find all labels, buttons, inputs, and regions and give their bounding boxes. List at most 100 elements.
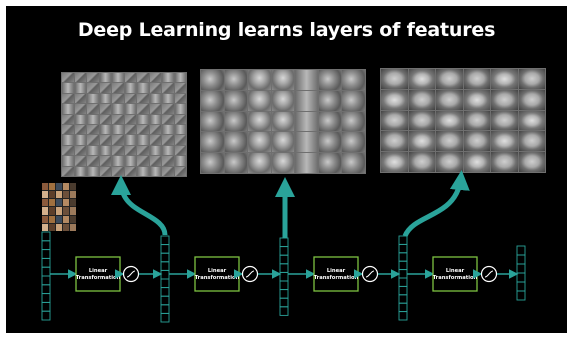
vector-cell: [398, 285, 408, 296]
edge-features-tile: [124, 83, 136, 93]
face-features-tile: [491, 152, 518, 172]
part-features-tile: [201, 153, 224, 173]
vector-cell: [398, 243, 408, 254]
input-photo: [63, 215, 69, 223]
part-features-tile: [224, 132, 248, 153]
edge-features-tile: [87, 156, 99, 166]
sigmoid-curve: [126, 270, 136, 278]
vector-cell: [279, 297, 289, 308]
edge-features-tile: [174, 145, 186, 156]
edge-features-tile: [74, 156, 86, 166]
edge-features-tile: [62, 83, 74, 93]
edge-features-tile: [124, 145, 136, 156]
edge-features-tile: [62, 73, 74, 83]
edge-features-tile: [149, 156, 161, 166]
edge-features-tile: [74, 114, 86, 124]
face-features-tile: [381, 152, 408, 172]
face-features-tile: [518, 110, 545, 131]
edge-features-tile: [74, 145, 86, 156]
edge-features-tile: [149, 73, 161, 83]
part-features-tile: [224, 90, 248, 111]
block-label-line2: Transformation: [314, 275, 359, 281]
block-label-line2: Transformation: [76, 275, 121, 281]
vector-cell: [160, 252, 170, 263]
part-features-tile: [318, 153, 342, 173]
edge-features-tile: [174, 166, 186, 176]
input-photo: [63, 183, 69, 191]
edge-features-tile: [74, 73, 86, 83]
edge-features-tile: [162, 156, 174, 166]
input-photo: [56, 223, 62, 231]
block-label-line1: Linear: [208, 268, 227, 274]
vector-cell: [279, 237, 289, 248]
feature-arrow-3: [402, 170, 470, 238]
face-features-tile: [408, 89, 435, 110]
part-features-tile: [224, 70, 248, 90]
part-features-tile: [342, 70, 365, 90]
edge-features-tile: [174, 124, 186, 135]
input-photo: [49, 199, 55, 207]
edge-features-tile: [174, 93, 186, 104]
edge-features-tile: [162, 114, 174, 124]
face-features-tile: [436, 89, 463, 110]
part-features-tile: [295, 70, 318, 90]
input-photo: [63, 223, 69, 231]
edge-features-tile: [99, 135, 111, 145]
input-photo: [56, 191, 62, 199]
edge-features-tile: [87, 93, 99, 104]
vector-cell: [516, 263, 526, 274]
edge-features-tile: [99, 83, 111, 93]
input-photo: [70, 191, 76, 199]
edge-features-tile: [137, 114, 149, 124]
vector-cell: [279, 246, 289, 256]
edge-features-tile: [149, 124, 161, 135]
edge-features-tile: [162, 166, 174, 176]
part-features-tile: [318, 90, 342, 111]
face-features-tile: [463, 110, 490, 131]
edge-features-tile: [149, 93, 161, 104]
vector-cell: [160, 312, 170, 323]
block-label-line1: Linear: [446, 268, 465, 274]
edge-features-tile: [149, 135, 161, 145]
edge-features-tile: [149, 83, 161, 93]
vector-cell: [160, 235, 170, 246]
edge-features-tile: [74, 135, 86, 145]
vector-cell: [41, 275, 51, 286]
part-features-tile: [248, 90, 271, 111]
edge-features-tile: [149, 166, 161, 176]
part-feature-panel: [200, 69, 366, 174]
part-features-tile: [318, 70, 342, 90]
edge-features-tile: [124, 166, 136, 176]
edge-features-tile: [162, 124, 174, 135]
edge-features-tile: [62, 135, 74, 145]
face-features-tile: [463, 131, 490, 152]
edge-features-tile: [137, 145, 149, 156]
slide: Deep Learning learns layers of features …: [6, 6, 567, 333]
vector-cell: [279, 263, 289, 273]
part-features-tile: [248, 111, 271, 132]
part-features-tile: [271, 132, 295, 153]
input-photo: [56, 215, 62, 223]
edge-features-tile: [112, 135, 124, 145]
edge-features-tile: [124, 114, 136, 124]
input-photo: [42, 207, 48, 215]
edge-features-tile: [112, 83, 124, 93]
vector-cell: [41, 293, 51, 303]
edge-features-tile: [74, 124, 86, 135]
edge-features-tile: [137, 156, 149, 166]
edge-features-tile: [99, 114, 111, 124]
input-photo: [42, 215, 48, 223]
vector-cell: [41, 266, 51, 277]
layer-vector-3: [279, 237, 289, 316]
vector-cell: [398, 302, 408, 313]
edge-features-tile: [137, 73, 149, 83]
sigmoid-curve: [484, 270, 494, 278]
edge-features-tile: [99, 145, 111, 156]
face-features-tile: [491, 69, 518, 89]
edge-features-tile: [87, 83, 99, 93]
face-features-tile: [491, 131, 518, 152]
edge-features-tile: [62, 156, 74, 166]
input-photo: [49, 215, 55, 223]
